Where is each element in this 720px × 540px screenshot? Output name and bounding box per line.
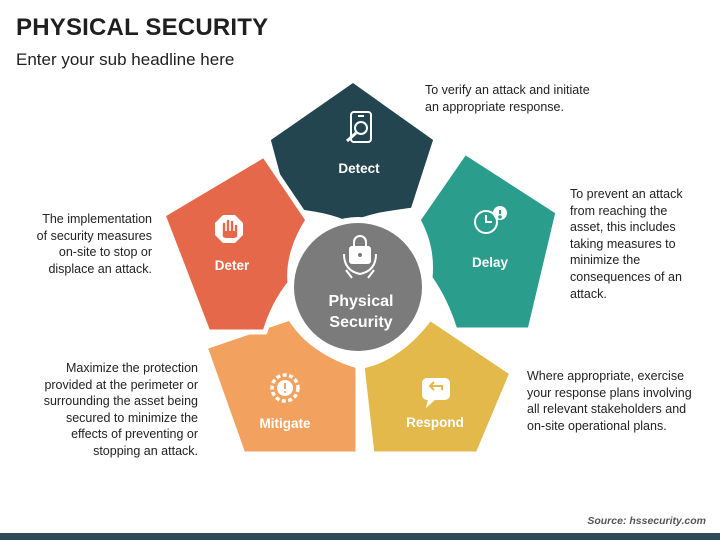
description-line: Maximize the protection [65,361,198,375]
description-line: surrounding the asset being [43,394,198,409]
segment-respond-label: Respond [406,415,464,430]
description-respond: Where appropriate, exercise your respons… [527,368,692,434]
description-line: all relevant stakeholders and [527,402,687,417]
description-detect: To verify an attack and initiate an appr… [425,82,590,115]
segment-delay[interactable]: Delay [415,149,561,333]
description-line: from reaching the [570,203,668,218]
clock-alert-icon [474,206,507,234]
padlock-hands-icon [343,235,377,279]
description-line: on-site to stop or [58,245,152,260]
segment-mitigate-label: Mitigate [259,416,310,431]
segment-detect[interactable]: Detect [265,77,439,228]
description-line: effects of preventing or [71,427,198,442]
description-line: To verify an attack and initiate [425,83,590,97]
center-circle [294,223,422,351]
description-mitigate: Maximize the protection provided at the … [18,360,198,460]
description-line: your response plans involving [527,385,692,400]
footer-bar [0,533,720,540]
description-line: The implementation [42,212,152,226]
center-hub[interactable]: Physical Security [288,217,428,357]
segment-mitigate[interactable]: Mitigate [202,315,361,457]
segment-detect-label: Detect [338,161,380,176]
reply-bubble-icon [422,378,450,408]
description-line: provided at the perimeter or [44,377,198,392]
description-line: Where appropriate, exercise [527,369,685,383]
center-label-line1: Physical [329,293,394,310]
description-line: an appropriate response. [425,99,564,114]
description-line: taking measures to [570,236,676,251]
segment-deter-label: Deter [215,258,250,273]
segment-delay-shape [415,149,561,333]
source-note: Source: hssecurity.com [587,515,706,527]
description-line: stopping an attack. [93,443,198,458]
description-delay: To prevent an attack from reaching the a… [570,186,683,302]
description-line: on-site operational plans. [527,418,667,433]
description-line: consequences of an [570,269,682,284]
segment-deter[interactable]: Deter [160,152,311,335]
phone-magnifier-icon [346,111,372,143]
description-line: secured to minimize the [65,410,198,425]
description-line: of security measures [36,228,152,243]
stop-hand-icon [215,215,243,243]
description-line: To prevent an attack [570,187,683,201]
description-line: minimize the [570,253,641,268]
description-line: attack. [570,286,607,301]
description-deter: The implementation of security measures … [18,211,152,277]
segment-respond[interactable]: Respond [359,315,515,457]
page-subtitle: Enter your sub headline here [16,50,235,69]
page-title: PHYSICAL SECURITY [16,14,269,41]
description-line: asset, this includes [570,220,676,235]
segment-delay-label: Delay [472,255,509,270]
description-line: displace an attack. [48,261,152,276]
gear-alert-icon [270,373,300,403]
center-label-line2: Security [329,314,392,331]
